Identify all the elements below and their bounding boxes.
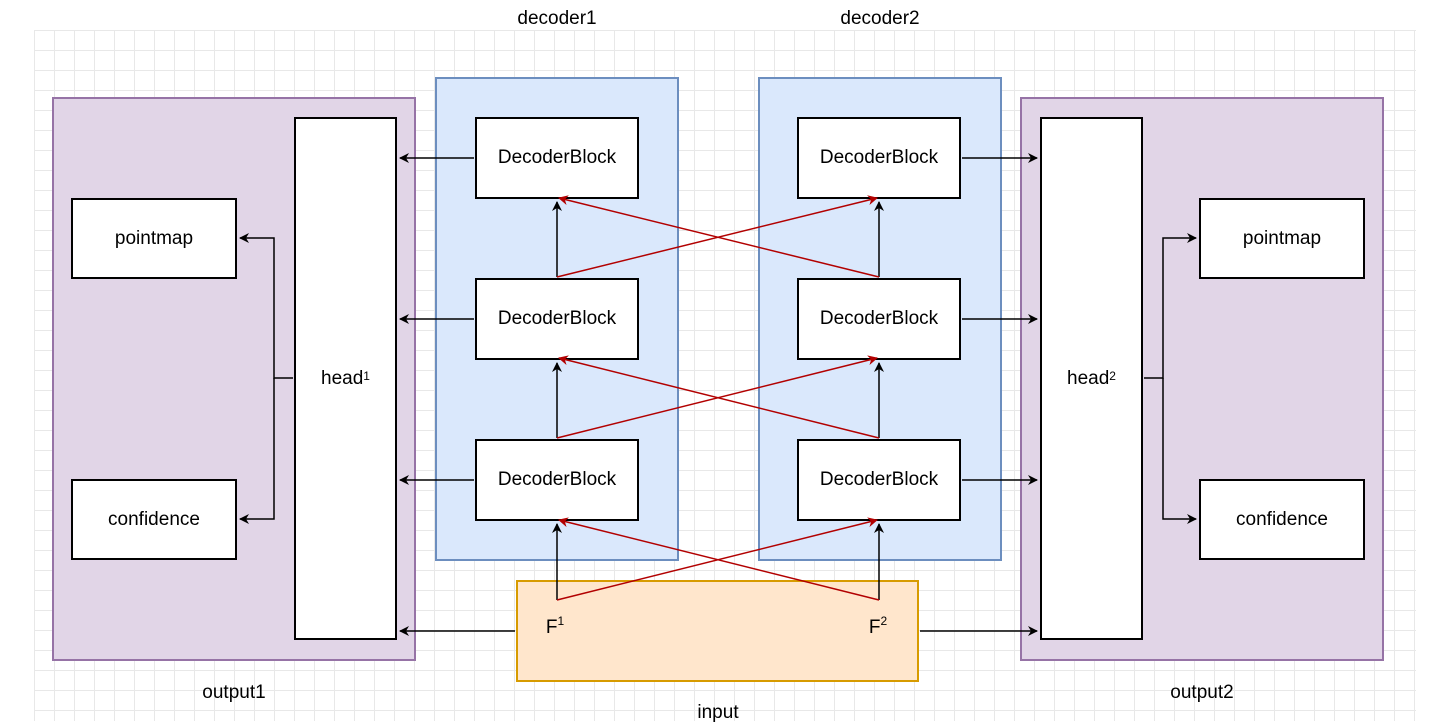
decoder2-label: decoder2	[840, 8, 920, 29]
arrow-head1-to-confidence	[239, 378, 275, 524]
decoder1-block-top: DecoderBlock	[475, 117, 639, 199]
input-label: input	[697, 702, 739, 723]
decoder2-block-bottom: DecoderBlock	[797, 439, 961, 521]
decoder1-block-bottom: DecoderBlock	[475, 439, 639, 521]
decoder2-block-middle: DecoderBlock	[797, 278, 961, 360]
pointmap-box-left: pointmap	[71, 198, 237, 279]
arrow-head2-to-pointmap	[1144, 233, 1197, 379]
confidence-box-left: confidence	[71, 479, 237, 560]
arrow-head1-to-pointmap	[239, 233, 293, 379]
f2-text: F	[868, 617, 881, 638]
f2-label: F2	[853, 614, 903, 639]
f1-superscript: 1	[557, 614, 565, 628]
input-group	[516, 580, 919, 682]
f1-label: F1	[530, 614, 580, 639]
pointmap-box-right: pointmap	[1199, 198, 1365, 279]
f1-text: F	[545, 617, 558, 638]
cross-f2-to-dec1-bot	[558, 517, 880, 601]
head2-text: head	[1067, 367, 1110, 389]
cross-dec2-mid-to-dec1-top	[558, 195, 880, 278]
head2-superscript: 2	[1109, 368, 1116, 383]
decoder1-label: decoder1	[517, 8, 597, 29]
output1-label: output1	[202, 682, 266, 703]
decoder1-block-middle: DecoderBlock	[475, 278, 639, 360]
arrow-head2-to-confidence	[1162, 378, 1197, 524]
cross-dec2-bot-to-dec1-mid	[558, 355, 880, 439]
f2-superscript: 2	[880, 614, 888, 628]
head1-text: head	[321, 367, 364, 389]
head1-superscript: 1	[363, 368, 370, 383]
confidence-box-right: confidence	[1199, 479, 1365, 560]
output2-label: output2	[1170, 682, 1234, 703]
decoder2-block-top: DecoderBlock	[797, 117, 961, 199]
